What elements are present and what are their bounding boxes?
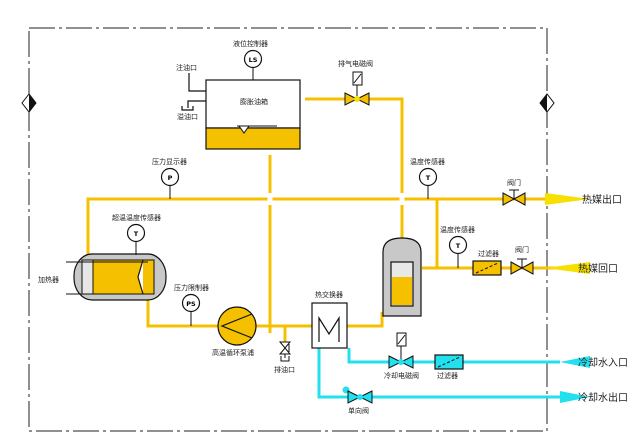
drain-valve xyxy=(278,341,292,362)
svg-text:T: T xyxy=(134,230,139,238)
supply-valve-label: 阀门 xyxy=(507,178,521,187)
supply-valve xyxy=(502,189,526,206)
level-controller-instrument: LS xyxy=(243,49,263,69)
svg-text:PS: PS xyxy=(186,300,196,308)
oil-heater-to-pump-line xyxy=(146,298,218,328)
overflow-pipe xyxy=(187,100,206,108)
exhaust-solenoid-valve-label: 排气电磁阀 xyxy=(338,59,373,68)
svg-text:LS: LS xyxy=(249,56,258,64)
heat-medium-outlet-arrow-icon xyxy=(545,193,590,205)
heater xyxy=(66,253,167,301)
overflow-outlet-label: 溢油口 xyxy=(177,112,198,121)
cooling-solenoid-valve-label: 冷却电磁阀 xyxy=(384,371,419,380)
return-filter-label: 过滤器 xyxy=(478,249,499,258)
check-valve-label: 单向阀 xyxy=(348,406,369,415)
svg-text:P: P xyxy=(168,174,173,182)
pressure-display-label: 压力显示器 xyxy=(152,157,187,166)
pressure-limiter-label: 压力限制器 xyxy=(174,283,209,292)
oil-inlet-label: 注油口 xyxy=(176,63,197,72)
oil-inlet-pipe xyxy=(188,73,206,92)
heater-label: 加热器 xyxy=(38,275,59,284)
heat-medium-return-label: 热媒回口 xyxy=(578,262,618,275)
cooling-water-outlet-line xyxy=(317,348,560,399)
expansion-tank-label: 膨胀油箱 xyxy=(240,97,268,106)
water-filter xyxy=(434,354,464,370)
cooling-solenoid-valve xyxy=(388,332,414,369)
water-filter-label: 过滤器 xyxy=(437,371,458,380)
temp-sensor-return-label: 温度传感器 xyxy=(440,225,475,234)
temp-sensor-supply-instrument: T xyxy=(418,167,438,187)
pressure-display-instrument: P xyxy=(160,167,180,187)
cooling-water-inlet-label: 冷却水入口 xyxy=(578,356,628,369)
circulation-pump-label: 高温循环泵浦 xyxy=(212,348,254,357)
buffer-vessel xyxy=(382,237,422,317)
oil-exchanger-to-vessel-line xyxy=(347,312,384,328)
temp-sensor-return-instrument: T xyxy=(448,235,468,255)
level-controller-label: 液位控制器 xyxy=(233,39,268,48)
drain-outlet-label: 排油口 xyxy=(274,365,295,374)
left-frame-marker-icon xyxy=(21,93,37,113)
exhaust-solenoid-valve xyxy=(344,71,370,106)
cooling-water-outlet-label: 冷却水出口 xyxy=(578,391,628,404)
circulation-pump xyxy=(217,306,257,346)
svg-text:T: T xyxy=(456,242,461,250)
return-valve-label: 阀门 xyxy=(515,245,529,254)
overtemp-sensor-label: 超温温度传感器 xyxy=(112,213,161,222)
cooling-water-inlet-arrow-icon xyxy=(560,356,590,368)
return-valve xyxy=(510,258,534,275)
return-filter xyxy=(472,260,502,276)
pressure-limiter-instrument: PS xyxy=(181,293,201,313)
overtemp-sensor-instrument: T xyxy=(126,223,146,243)
cooling-water-outlet-arrow-icon xyxy=(560,391,590,403)
cooling-water-inlet-line xyxy=(347,348,560,364)
equipment-boundary-frame xyxy=(28,27,548,432)
oil-exhaust-line xyxy=(305,97,404,238)
svg-text:T: T xyxy=(426,174,431,182)
heat-exchanger-label: 热交换器 xyxy=(315,290,343,299)
check-valve xyxy=(342,386,373,404)
temp-sensor-supply-label: 温度传感器 xyxy=(410,157,445,166)
expansion-tank xyxy=(205,79,301,150)
right-frame-marker-icon xyxy=(539,93,555,113)
liquid-level-icon xyxy=(238,125,250,134)
heat-medium-outlet-label: 热媒出口 xyxy=(582,193,622,206)
heat-medium-return-arrow-icon xyxy=(545,262,590,274)
heat-exchanger xyxy=(311,302,348,349)
